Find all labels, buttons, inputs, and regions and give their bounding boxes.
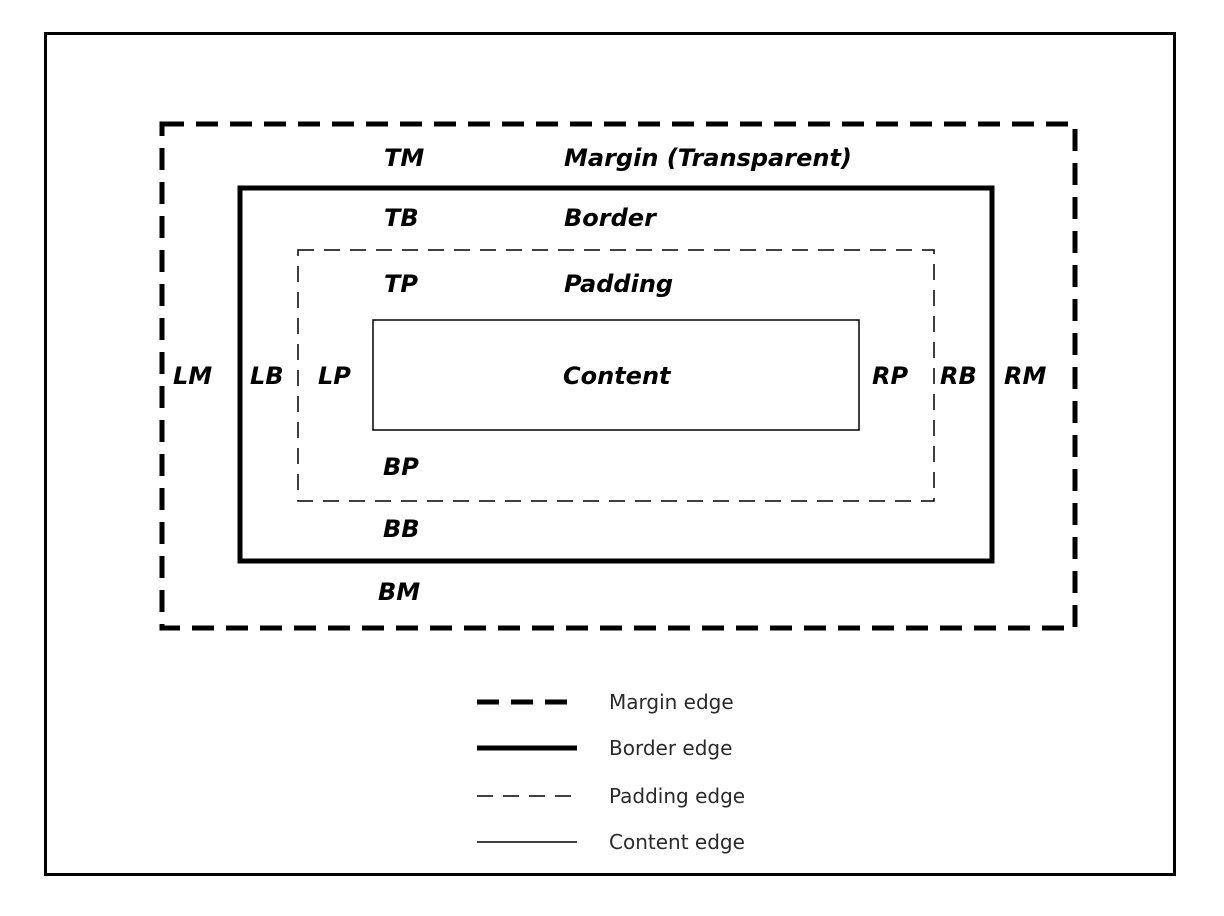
label-bp: BP xyxy=(383,453,419,481)
label-lb: LB xyxy=(250,362,284,390)
margin-edge-rect xyxy=(159,121,1078,631)
label-rb: RB xyxy=(940,362,977,390)
legend-border-edge-label: Border edge xyxy=(609,736,732,760)
label-rm: RM xyxy=(1004,362,1046,390)
label-content: Content xyxy=(563,362,672,390)
label-tb: TB xyxy=(384,204,419,232)
content-edge-rect xyxy=(372,319,860,431)
label-bm: BM xyxy=(378,578,420,606)
border-edge-rect xyxy=(237,185,995,564)
label-border: Border xyxy=(564,204,658,232)
legend-padding-edge-label: Padding edge xyxy=(609,784,745,808)
legend: Margin edge Border edge Padding edge Con… xyxy=(477,690,745,854)
label-rp: RP xyxy=(872,362,908,390)
label-padding: Padding xyxy=(564,270,673,298)
legend-margin-edge-label: Margin edge xyxy=(609,690,734,714)
label-lm: LM xyxy=(173,362,212,390)
label-bb: BB xyxy=(383,515,420,543)
label-tm: TM xyxy=(384,144,424,172)
padding-edge-rect xyxy=(297,249,935,502)
label-margin: Margin (Transparent) xyxy=(564,144,852,172)
label-tp: TP xyxy=(384,270,418,298)
label-lp: LP xyxy=(318,362,351,390)
legend-content-edge-label: Content edge xyxy=(609,830,745,854)
outer-frame xyxy=(44,32,1176,876)
